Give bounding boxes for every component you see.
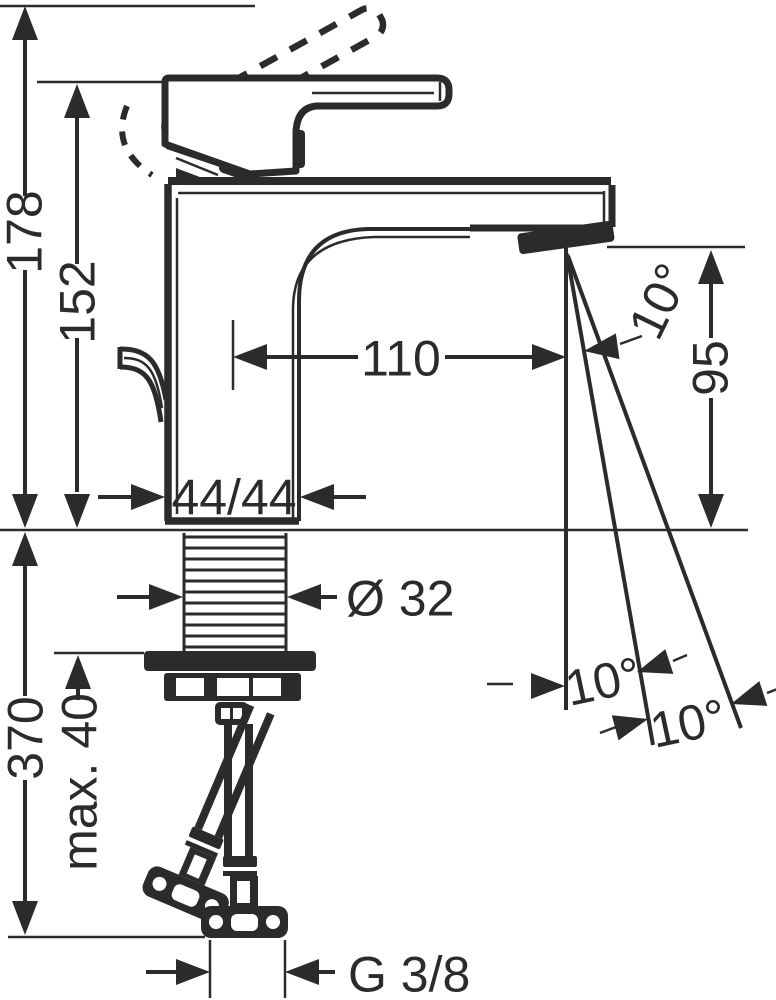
threaded-shank bbox=[182, 533, 288, 651]
dim-max-deck-thickness: max. 40 bbox=[52, 655, 108, 871]
dim-outlet-height: 95 bbox=[683, 250, 739, 528]
dim-connection-thread-label: G 3/8 bbox=[348, 947, 470, 1000]
lever-front-detail bbox=[296, 130, 305, 168]
handle-raised-dashed bbox=[119, 5, 387, 178]
dim-height-to-spout: 152 bbox=[50, 84, 106, 528]
aerator-tip bbox=[517, 220, 615, 255]
dim-spout-reach: 110 bbox=[233, 331, 566, 387]
dim-spray-angle-lower-right-label: 10° bbox=[645, 688, 731, 758]
dim-shank-diameter: Ø 32 bbox=[117, 571, 454, 627]
dim-hose-length-label: 370 bbox=[0, 696, 54, 779]
dim-shank-diameter-label: Ø 32 bbox=[346, 571, 454, 627]
dim-spout-reach-label: 110 bbox=[361, 331, 441, 387]
pop-up-rod bbox=[117, 346, 169, 423]
dim-body-footprint: 44/44 bbox=[98, 470, 366, 526]
dim-overall-height-label: 178 bbox=[0, 190, 53, 273]
dim-connection-thread: G 3/8 bbox=[146, 947, 470, 1000]
dim-body-footprint-label: 44/44 bbox=[171, 470, 296, 526]
faucet-body bbox=[164, 177, 616, 525]
dim-spray-angle-lower-left: 10° bbox=[487, 646, 688, 717]
supply-hose-diagonal bbox=[142, 703, 275, 924]
dim-max-deck-thickness-label: max. 40 bbox=[52, 693, 108, 871]
dim-hose-length: 370 bbox=[0, 532, 54, 935]
dim-outlet-height-label: 95 bbox=[683, 340, 739, 396]
supply-hose-vertical bbox=[201, 724, 288, 938]
water-stream-lines bbox=[564, 248, 743, 746]
mounting-flange bbox=[144, 651, 316, 701]
dim-spray-angle-lower-left-label: 10° bbox=[560, 646, 646, 716]
spout-underside bbox=[297, 227, 524, 521]
dim-overall-height: 178 bbox=[0, 6, 53, 528]
dim-height-to-spout-label: 152 bbox=[50, 260, 106, 343]
extension-lines bbox=[0, 4, 748, 998]
handle-lever bbox=[161, 74, 453, 178]
dim-spray-angle-top-label: 10° bbox=[618, 255, 701, 348]
hose-connector bbox=[215, 702, 248, 725]
